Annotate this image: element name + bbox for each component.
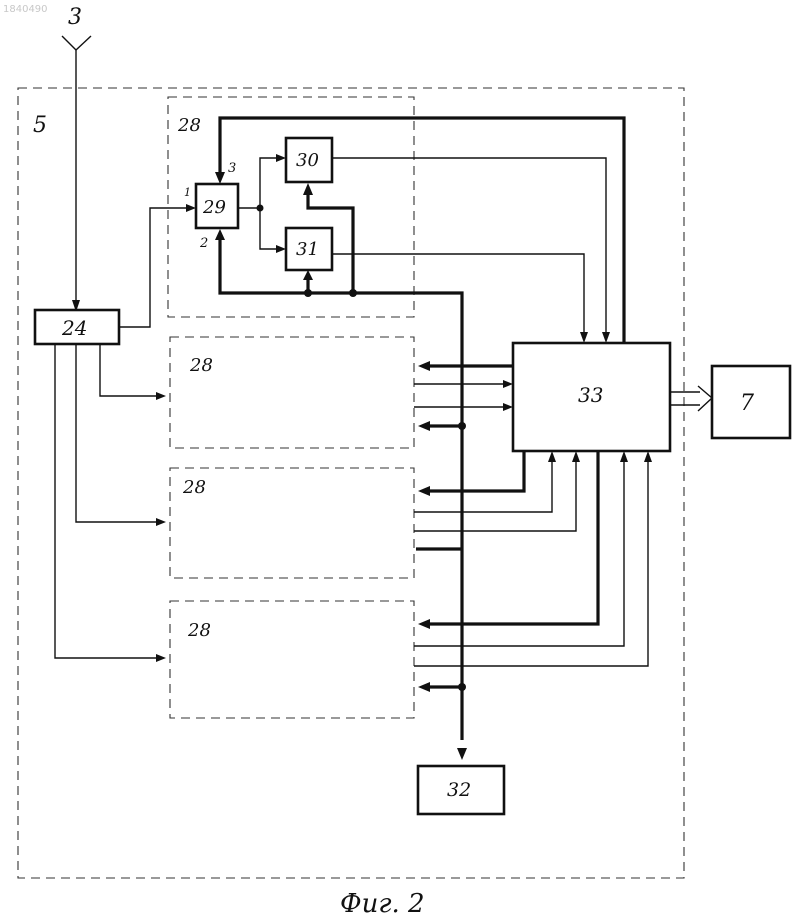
- module-28-3-label: 28: [182, 477, 206, 498]
- antenna-icon: [62, 36, 91, 312]
- module-28-3-boundary: [170, 468, 414, 578]
- module-28-4-boundary: [170, 601, 414, 718]
- port-3-label: 3: [228, 161, 236, 176]
- module-28-4-label: 28: [187, 620, 211, 641]
- doc-number: 1840490: [3, 4, 48, 15]
- module-28-2-boundary: [170, 337, 414, 448]
- block-33-label: 33: [578, 383, 603, 407]
- port-2-label: 2: [199, 236, 208, 251]
- port-1-label: 1: [184, 186, 191, 199]
- module-28-2-label: 28: [189, 355, 213, 376]
- device-label: 5: [33, 113, 47, 138]
- block-24-label: 24: [61, 316, 87, 340]
- output-arrow-icon: [670, 386, 712, 411]
- figure-caption: Фиг. 2: [340, 889, 425, 919]
- block-29-label: 29: [202, 197, 226, 218]
- block-30-label: 30: [296, 150, 319, 171]
- block-31-label: 31: [296, 239, 319, 260]
- antenna-label: 3: [68, 5, 82, 30]
- block-7-label: 7: [740, 391, 754, 416]
- module-28-top-label: 28: [177, 115, 201, 136]
- block-32-label: 32: [447, 779, 471, 801]
